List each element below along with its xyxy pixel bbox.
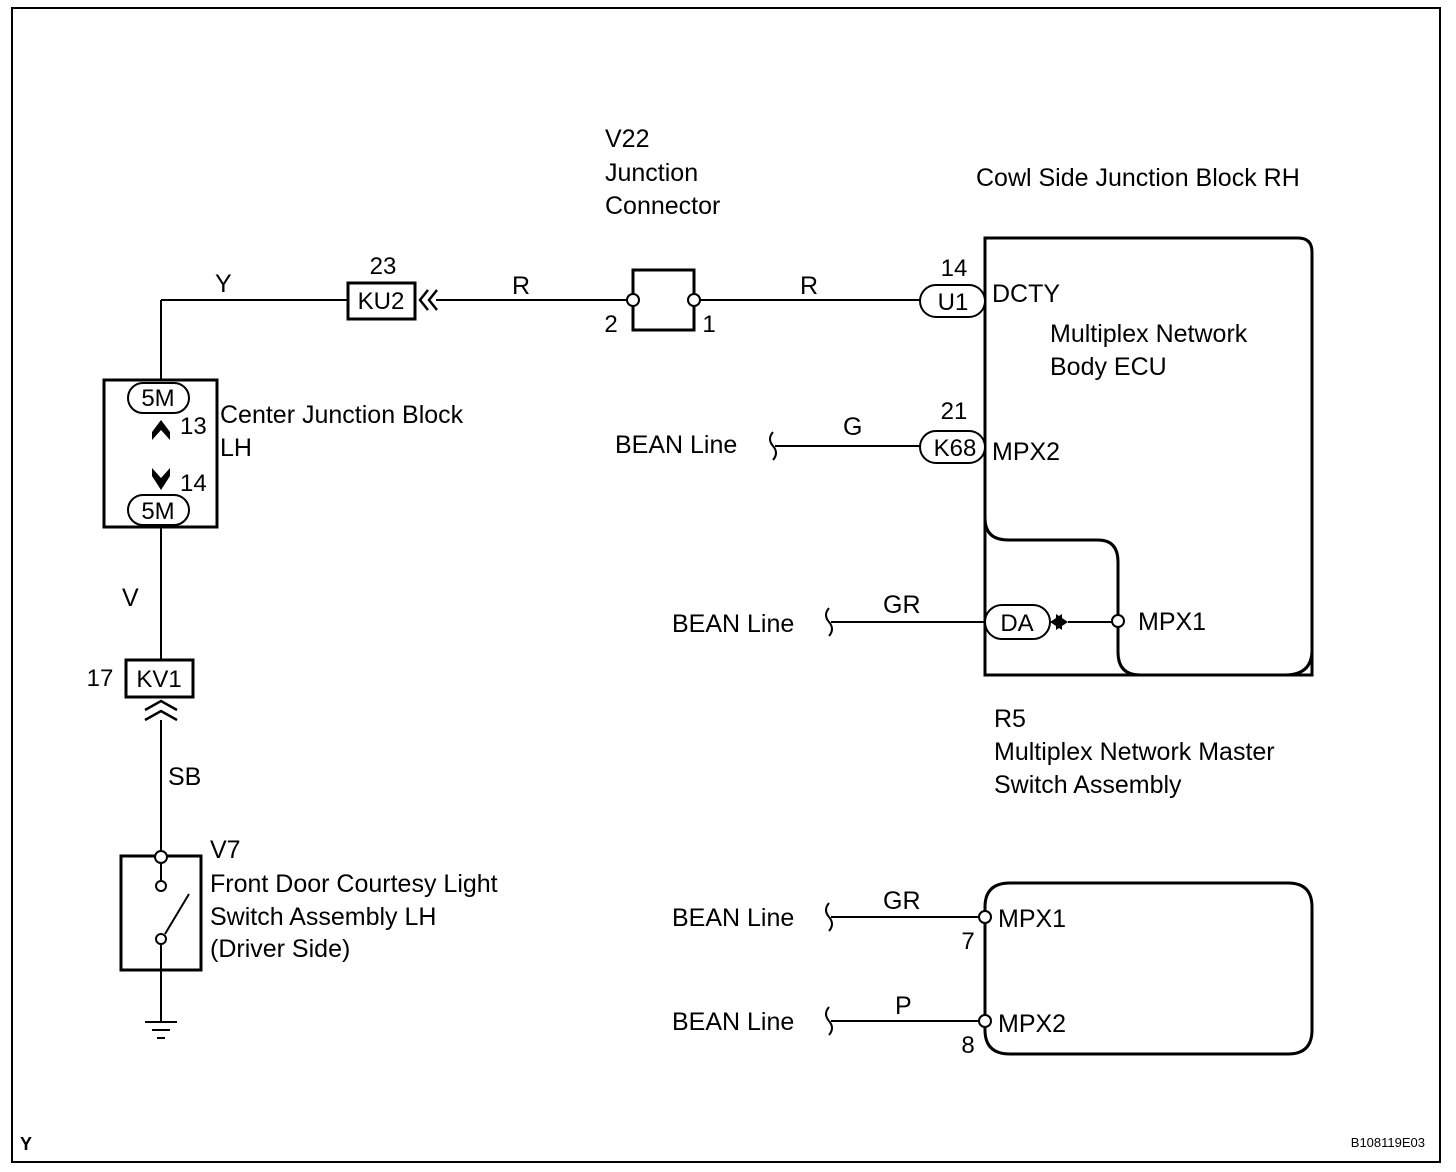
bean-break-3 (825, 902, 833, 932)
connector-5m-top (127, 382, 190, 414)
connector-kv1 (124, 658, 195, 699)
ecu-line2: Body ECU (1050, 353, 1167, 381)
bean-line-1: BEAN Line (615, 431, 737, 459)
cjb-pin-14: 14 (180, 470, 207, 497)
v22-line2: Connector (605, 192, 720, 220)
r5-pin-7 (978, 910, 992, 924)
v7-line2: Switch Assembly LH (210, 903, 436, 931)
bean-line-2: BEAN Line (672, 610, 794, 638)
connector-u1-pin: 14 (941, 255, 968, 282)
connector-u1 (919, 284, 986, 318)
wire-label-gr-top: GR (883, 591, 921, 619)
v7-pin-top (154, 850, 168, 864)
connector-k68-label: K68 (934, 435, 977, 462)
cjb-line2: LH (220, 434, 252, 462)
ground-symbol (145, 1021, 177, 1039)
r5-code: R5 (994, 705, 1026, 733)
v7-line1: Front Door Courtesy Light (210, 870, 498, 898)
cowl-corner (1284, 649, 1314, 677)
junction-connector-v22 (631, 268, 696, 332)
bean-line-3: BEAN Line (672, 904, 794, 932)
connector-5m-bottom-label: 5M (141, 498, 174, 525)
bean-break-4 (825, 1006, 833, 1036)
diagram-frame (11, 7, 1441, 1163)
wire-label-r-right: R (800, 272, 818, 300)
r5-terminal-mpx1: MPX1 (998, 905, 1066, 933)
terminal-mpx2-ecu: MPX2 (992, 438, 1060, 466)
v22-code: V22 (605, 125, 649, 153)
master-switch-r5 (983, 881, 1314, 1056)
bean-break-1 (769, 431, 777, 461)
r5-line1: Multiplex Network Master (994, 738, 1275, 766)
bean-line-4: BEAN Line (672, 1008, 794, 1036)
r5-line2: Switch Assembly (994, 771, 1182, 799)
v22-pin-2 (626, 293, 640, 307)
v22-pin-1-label: 1 (702, 311, 715, 338)
connector-ku2-label: KU2 (358, 288, 405, 315)
v7-contact-bottom (155, 933, 167, 945)
connector-ku2-pin: 23 (370, 253, 397, 280)
cowl-junction-block (983, 236, 1314, 677)
v22-pin-2-label: 2 (604, 311, 617, 338)
terminal-dcty: DCTY (992, 280, 1060, 308)
r5-pin-8-label: 8 (961, 1032, 974, 1059)
connector-kv1-pin: 17 (87, 665, 114, 692)
connector-k68-pin: 21 (941, 398, 968, 425)
kv1-mating-chevrons (144, 699, 178, 722)
r5-pin-8 (978, 1014, 992, 1028)
wire-label-y: Y (215, 270, 232, 298)
v7-switch-blade (164, 893, 190, 935)
r5-terminal-mpx2: MPX2 (998, 1010, 1066, 1038)
terminal-mpx1-ecu: MPX1 (1138, 608, 1206, 636)
cjb-line1: Center Junction Block (220, 401, 464, 429)
da-mating-arrow (1050, 614, 1068, 630)
v7-line3: (Driver Side) (210, 935, 350, 963)
wire-label-p: P (895, 992, 912, 1020)
connector-kv1-label: KV1 (136, 666, 181, 693)
cjb-pin-13: 13 (180, 413, 207, 440)
corner-label: Y (20, 1134, 32, 1154)
cjb-arrow-up (152, 420, 170, 440)
connector-5m-bottom (127, 494, 190, 526)
connector-5m-top-label: 5M (141, 385, 174, 412)
cjb-arrow-down (152, 468, 170, 490)
connector-k68 (919, 430, 986, 464)
mpx1-ecu-pin (1111, 614, 1125, 628)
v22-line1: Junction (605, 159, 698, 187)
connector-da-label: DA (1000, 610, 1033, 637)
cowl-block-title: Cowl Side Junction Block RH (976, 164, 1300, 192)
wire-label-r-left: R (512, 272, 530, 300)
v7-code: V7 (210, 836, 241, 864)
connector-u1-label: U1 (938, 289, 969, 316)
wire-label-sb: SB (168, 763, 201, 791)
v22-pin-1 (687, 293, 701, 307)
ecu-internal-boundary (983, 517, 1141, 677)
ecu-line1: Multiplex Network (1050, 320, 1248, 348)
figure-code: B108119E03 (1351, 1135, 1425, 1150)
wire-label-g: G (843, 413, 862, 441)
v7-contact-top (155, 880, 167, 892)
connector-ku2 (346, 281, 417, 321)
wire-label-v: V (122, 584, 139, 612)
wire-label-gr-bottom: GR (883, 887, 921, 915)
r5-pin-7-label: 7 (961, 928, 974, 955)
bean-break-2 (825, 607, 833, 637)
ku2-mating-chevrons (418, 289, 438, 311)
